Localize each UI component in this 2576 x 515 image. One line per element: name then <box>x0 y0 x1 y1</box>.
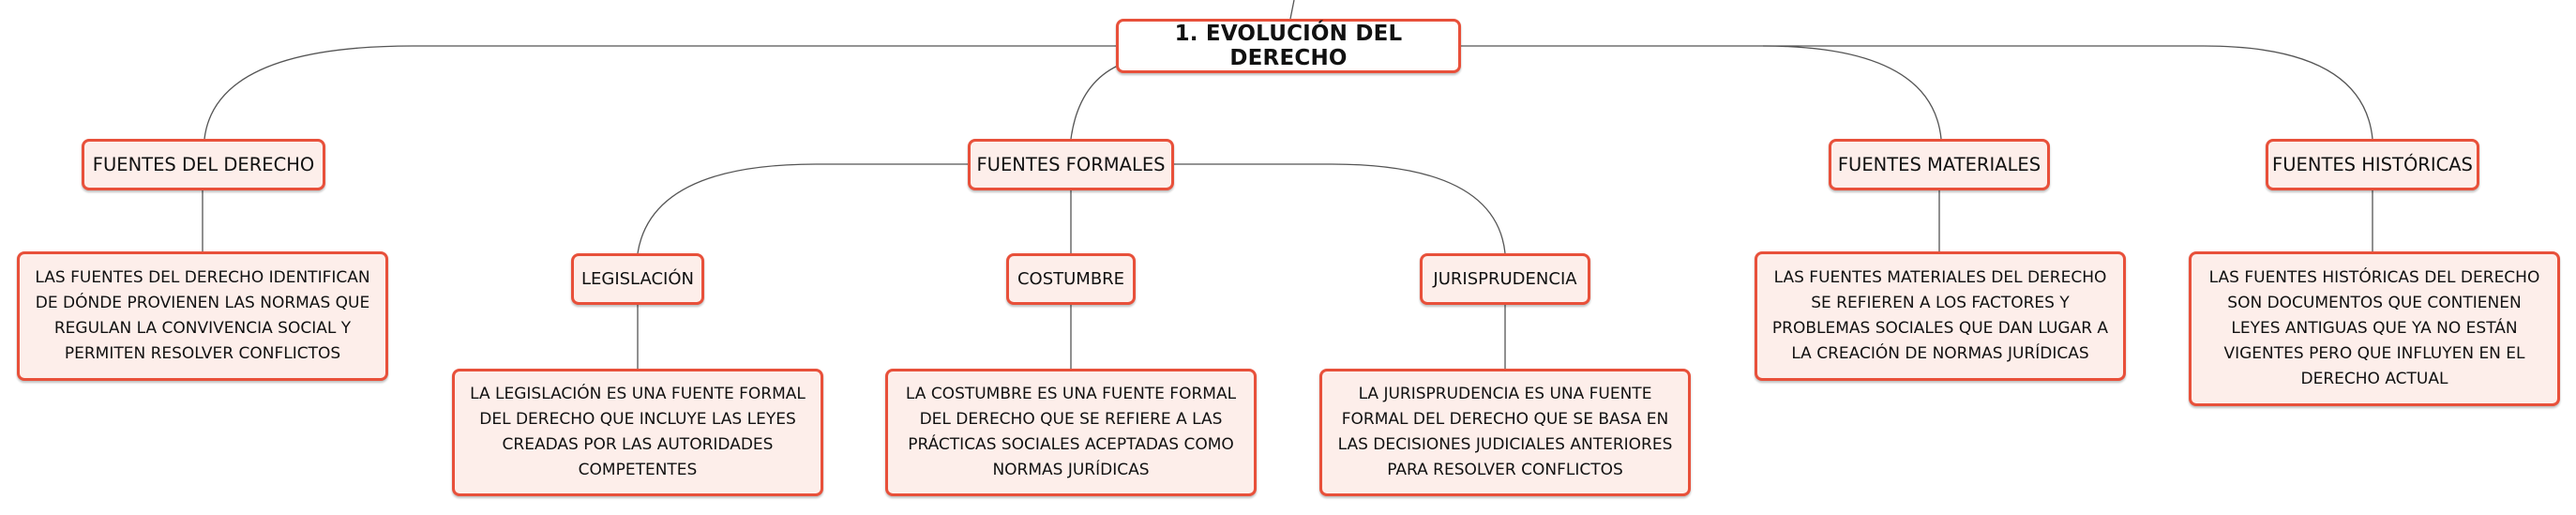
node-legislacion[interactable]: LEGISLACIÓN <box>571 253 704 305</box>
desc-fuentes-historicas: LAS FUENTES HISTÓRICAS DEL DERECHO SON D… <box>2189 251 2560 406</box>
connector-formales-jurisprudencia <box>1174 163 1506 254</box>
root-node[interactable]: 1. EVOLUCIÓN DEL DERECHO <box>1116 19 1461 73</box>
node-fuentes-formales[interactable]: FUENTES FORMALES <box>968 139 1174 190</box>
connector-root-fuentes-formales <box>1070 65 1119 140</box>
desc-fuentes-materiales: LAS FUENTES MATERIALES DEL DERECHO SE RE… <box>1755 251 2126 381</box>
connector-formales-legislacion <box>637 163 968 254</box>
connector-root-fuentes-historicas <box>1763 45 2373 140</box>
desc-fuentes-derecho: LAS FUENTES DEL DERECHO IDENTIFICAN DE D… <box>17 251 388 381</box>
desc-legislacion: LA LEGISLACIÓN ES UNA FUENTE FORMAL DEL … <box>452 369 823 496</box>
node-fuentes-derecho[interactable]: FUENTES DEL DERECHO <box>82 139 325 190</box>
node-fuentes-historicas[interactable]: FUENTES HISTÓRICAS <box>2266 139 2479 190</box>
desc-jurisprudencia: LA JURISPRUDENCIA ES UNA FUENTE FORMAL D… <box>1319 369 1691 496</box>
connector-root-top <box>1289 0 1295 20</box>
desc-costumbre: LA COSTUMBRE ES UNA FUENTE FORMAL DEL DE… <box>885 369 1257 496</box>
node-fuentes-materiales[interactable]: FUENTES MATERIALES <box>1829 139 2050 190</box>
node-jurisprudencia[interactable]: JURISPRUDENCIA <box>1420 253 1590 305</box>
connector-root-fuentes-derecho <box>203 45 1118 140</box>
connector-root-fuentes-materiales <box>1461 45 1942 140</box>
node-costumbre[interactable]: COSTUMBRE <box>1006 253 1136 305</box>
